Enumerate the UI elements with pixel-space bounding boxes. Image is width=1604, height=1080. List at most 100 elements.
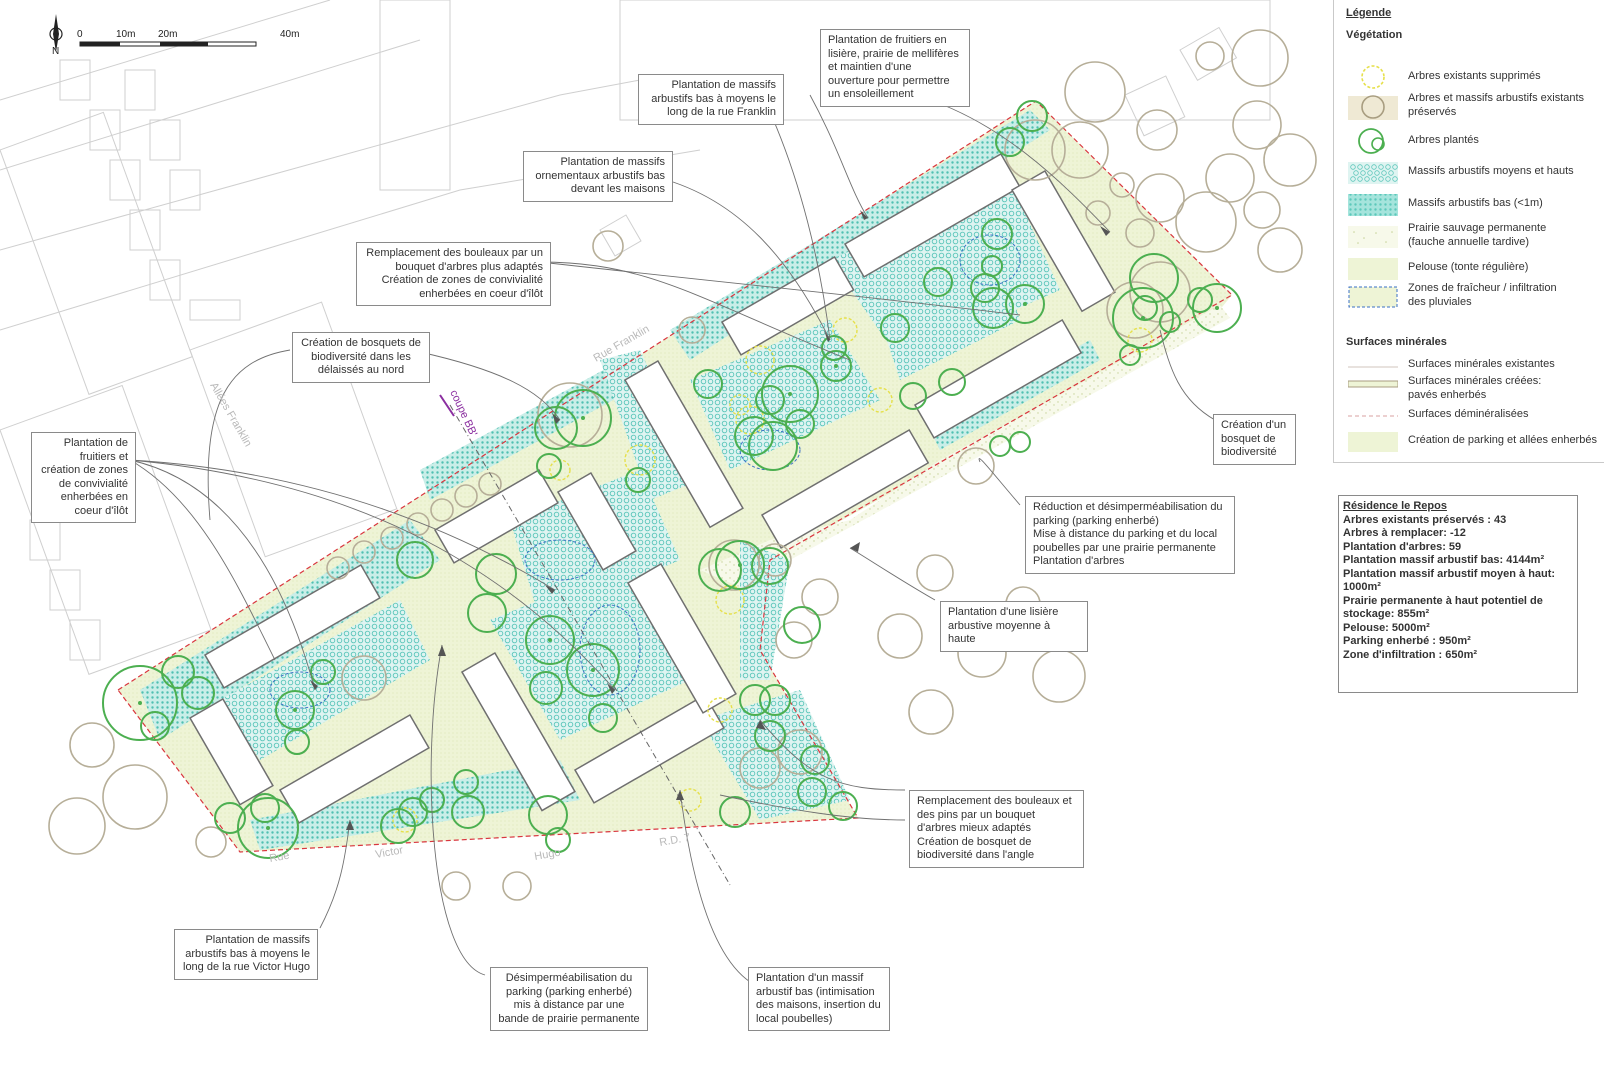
callout-reduction-parking: Réduction et désimperméabilisation du pa… [1025,496,1235,574]
legend-label: Pelouse (tonte régulière) [1408,261,1604,275]
legend-label-line: Zones de fraîcheur / infiltration [1408,282,1557,294]
coupe-marker [439,394,455,417]
callout-line: un ensoleillement [828,88,914,100]
callout-fruitiers-lisiere: Plantation de fruitiers en lisière, prai… [820,29,970,107]
stats-line: Plantation d'arbres: 59 [1343,540,1462,553]
callout-line: arbustifs bas à moyens le [651,92,776,105]
callout-line: Création de bosquets de [301,337,421,349]
legend-label-line: Massifs arbustifs moyens et hauts [1408,165,1574,177]
callout-line: mis à distance par une [513,999,625,1011]
planted-trees [102,100,1242,859]
callout-line: Plantation de fruitiers en [828,34,947,46]
callout-line: Remplacement des bouleaux par un [366,247,543,259]
callout-line: bosquet de [1221,432,1276,445]
mineral-created-symbol-icon [1348,380,1398,388]
callout-line: arbustifs bas à moyens le [185,947,310,960]
callout-massif-poubelles: Plantation d'un massif arbustif bas (int… [748,967,890,1031]
context-buildings [0,0,1271,675]
callout-line: biodiversité dans l'angle [917,849,1035,861]
callout-line: arbustive moyenne à haute [948,619,1051,646]
callout-line: Plantation d'arbres [1033,555,1125,567]
removed-trees [392,317,1153,833]
callout-line: ornementaux arbustifs bas [535,169,665,182]
callout-line: de convivialité [58,477,128,490]
legend-label-line: Arbres existants supprimés [1408,70,1541,82]
scale-label-40m: 40m [280,29,299,40]
site-boundary [117,100,1233,853]
callout-line: biodiversité [1221,446,1277,458]
legend-item-prairie: Prairie sauvage permanente(fauche annuel… [1334,222,1604,252]
scale-label-0: 0 [77,29,83,40]
legend-item-planted-trees: Arbres plantés [1334,126,1604,156]
callout-line: bouquet d'arbres plus adaptés [395,260,543,273]
callout-line: Création de zones de convivialité [381,274,543,286]
street-label-allees-franklin: Allées Franklin [207,381,253,449]
legend-label: Arbres plantés [1408,134,1604,148]
plan-canvas: Rue Franklin Allées Franklin coupe BB' R… [0,0,1317,986]
callout-line: parking (parking enherbé) [1033,514,1159,527]
callout-line: biodiversité dans les [311,350,411,363]
planted-tree-symbol-icon [1358,128,1385,154]
callout-bosquet-biodiversite: Création d'un bosquet de biodiversité [1213,414,1296,465]
legend-label: Surfaces minérales créées:pavés enherbés [1408,375,1604,402]
stats-panel: Résidence le Repos Arbres existants prés… [1338,495,1578,693]
callout-line: des pins par un bouquet [917,808,1036,821]
stats-line: Parking enherbé : 950m² [1343,635,1471,647]
legend-label-line: Massifs arbustifs bas (<1m) [1408,197,1543,209]
callout-line: Création de bosquet de [917,835,1032,848]
legend-label: Massifs arbustifs bas (<1m) [1408,197,1604,211]
stats-line: Pelouse: 5000m² [1343,621,1430,634]
legend-panel: Légende Végétation Arbres existants supp… [1333,0,1604,463]
callout-line: Réduction et désimperméabilisation du [1033,501,1223,513]
scale-bar: 0 10m 20m 40m [77,29,299,47]
legend-title: Légende [1346,7,1392,19]
legend-label-line: Création de parking et allées enherbés [1408,434,1597,446]
existing-tree-symbol-icon [1348,95,1398,120]
legend-item-medium-high-shrubs: Massifs arbustifs moyens et hauts [1334,158,1604,188]
stats-line: stockage: 855m² [1343,608,1430,620]
legend-label-line: Surfaces minérales existantes [1408,358,1555,370]
coupe-line [449,404,731,886]
stats-line: Plantation massif arbustif bas: 4144m² [1343,554,1545,566]
callout-bouleaux-pins: Remplacement des bouleaux et des pins pa… [909,790,1084,868]
callout-line: Plantation d'une lisière [948,606,1059,618]
street-label-rue: Rue [268,850,290,865]
legend-label: Création de parking et allées enherbés [1408,434,1604,448]
legend-label: Arbres existants supprimés [1408,70,1604,84]
legend-label: Massifs arbustifs moyens et hauts [1408,165,1604,179]
legend-label: Surfaces déminéralisées [1408,408,1604,422]
callout-line: long de la rue Victor Hugo [183,961,310,973]
callout-line: arbustif bas (intimisation [756,985,875,998]
callout-line: Plantation de [63,437,128,449]
callout-line: Création d'un [1221,419,1287,431]
legend-label-line: Arbres et massifs arbustifs existants [1408,92,1585,104]
callout-line: création de zones [41,464,128,476]
legend-vegetation-title: Végétation [1346,29,1403,41]
callout-line: d'arbres mieux adaptés [917,822,1031,834]
mineral-existing-symbol-icon [1348,366,1398,368]
callout-desimper-parking: Désimperméabilisation du parking (parkin… [490,967,648,1031]
callout-line: parking (parking enherbé) [506,985,632,998]
callout-line: Plantation de massifs [560,156,665,168]
callout-line: Remplacement des bouleaux et [917,795,1072,807]
legend-item-demineralised: Surfaces déminéralisées [1334,408,1604,438]
stats-line: Arbres existants préservés : 43 [1343,513,1507,526]
scale-label-20m: 20m [158,29,177,40]
legend-item-mineral-created: Surfaces minérales créées:pavés enherbés [1334,375,1604,405]
legend-item-parking-enherbe: Création de parking et allées enherbés [1334,428,1604,458]
infiltration-symbol-icon [1348,286,1398,308]
stats-line: Plantation massif arbustif moyen à haut: [1343,567,1556,580]
legend-item-low-shrubs: Massifs arbustifs bas (<1m) [1334,190,1604,220]
low-shrub-symbol-icon [1348,194,1398,216]
legend-label-line: préservés [1408,105,1457,118]
legend-label-line: des pluviales [1408,295,1472,308]
site-plan-map: Rue Franklin Allées Franklin coupe BB' R… [0,0,1317,1031]
demineralised-symbol-icon [1348,415,1398,417]
legend-label-line: Arbres plantés [1408,134,1479,146]
stats-line: Prairie permanente à haut potentiel de [1343,594,1543,607]
callout-line: poubelles par une prairie permanente [1033,541,1216,554]
scale-label-10m: 10m [116,29,135,40]
callout-massifs-ornementaux: Plantation de massifs ornementaux arbust… [523,151,673,202]
callout-line: devant les maisons [570,183,665,195]
